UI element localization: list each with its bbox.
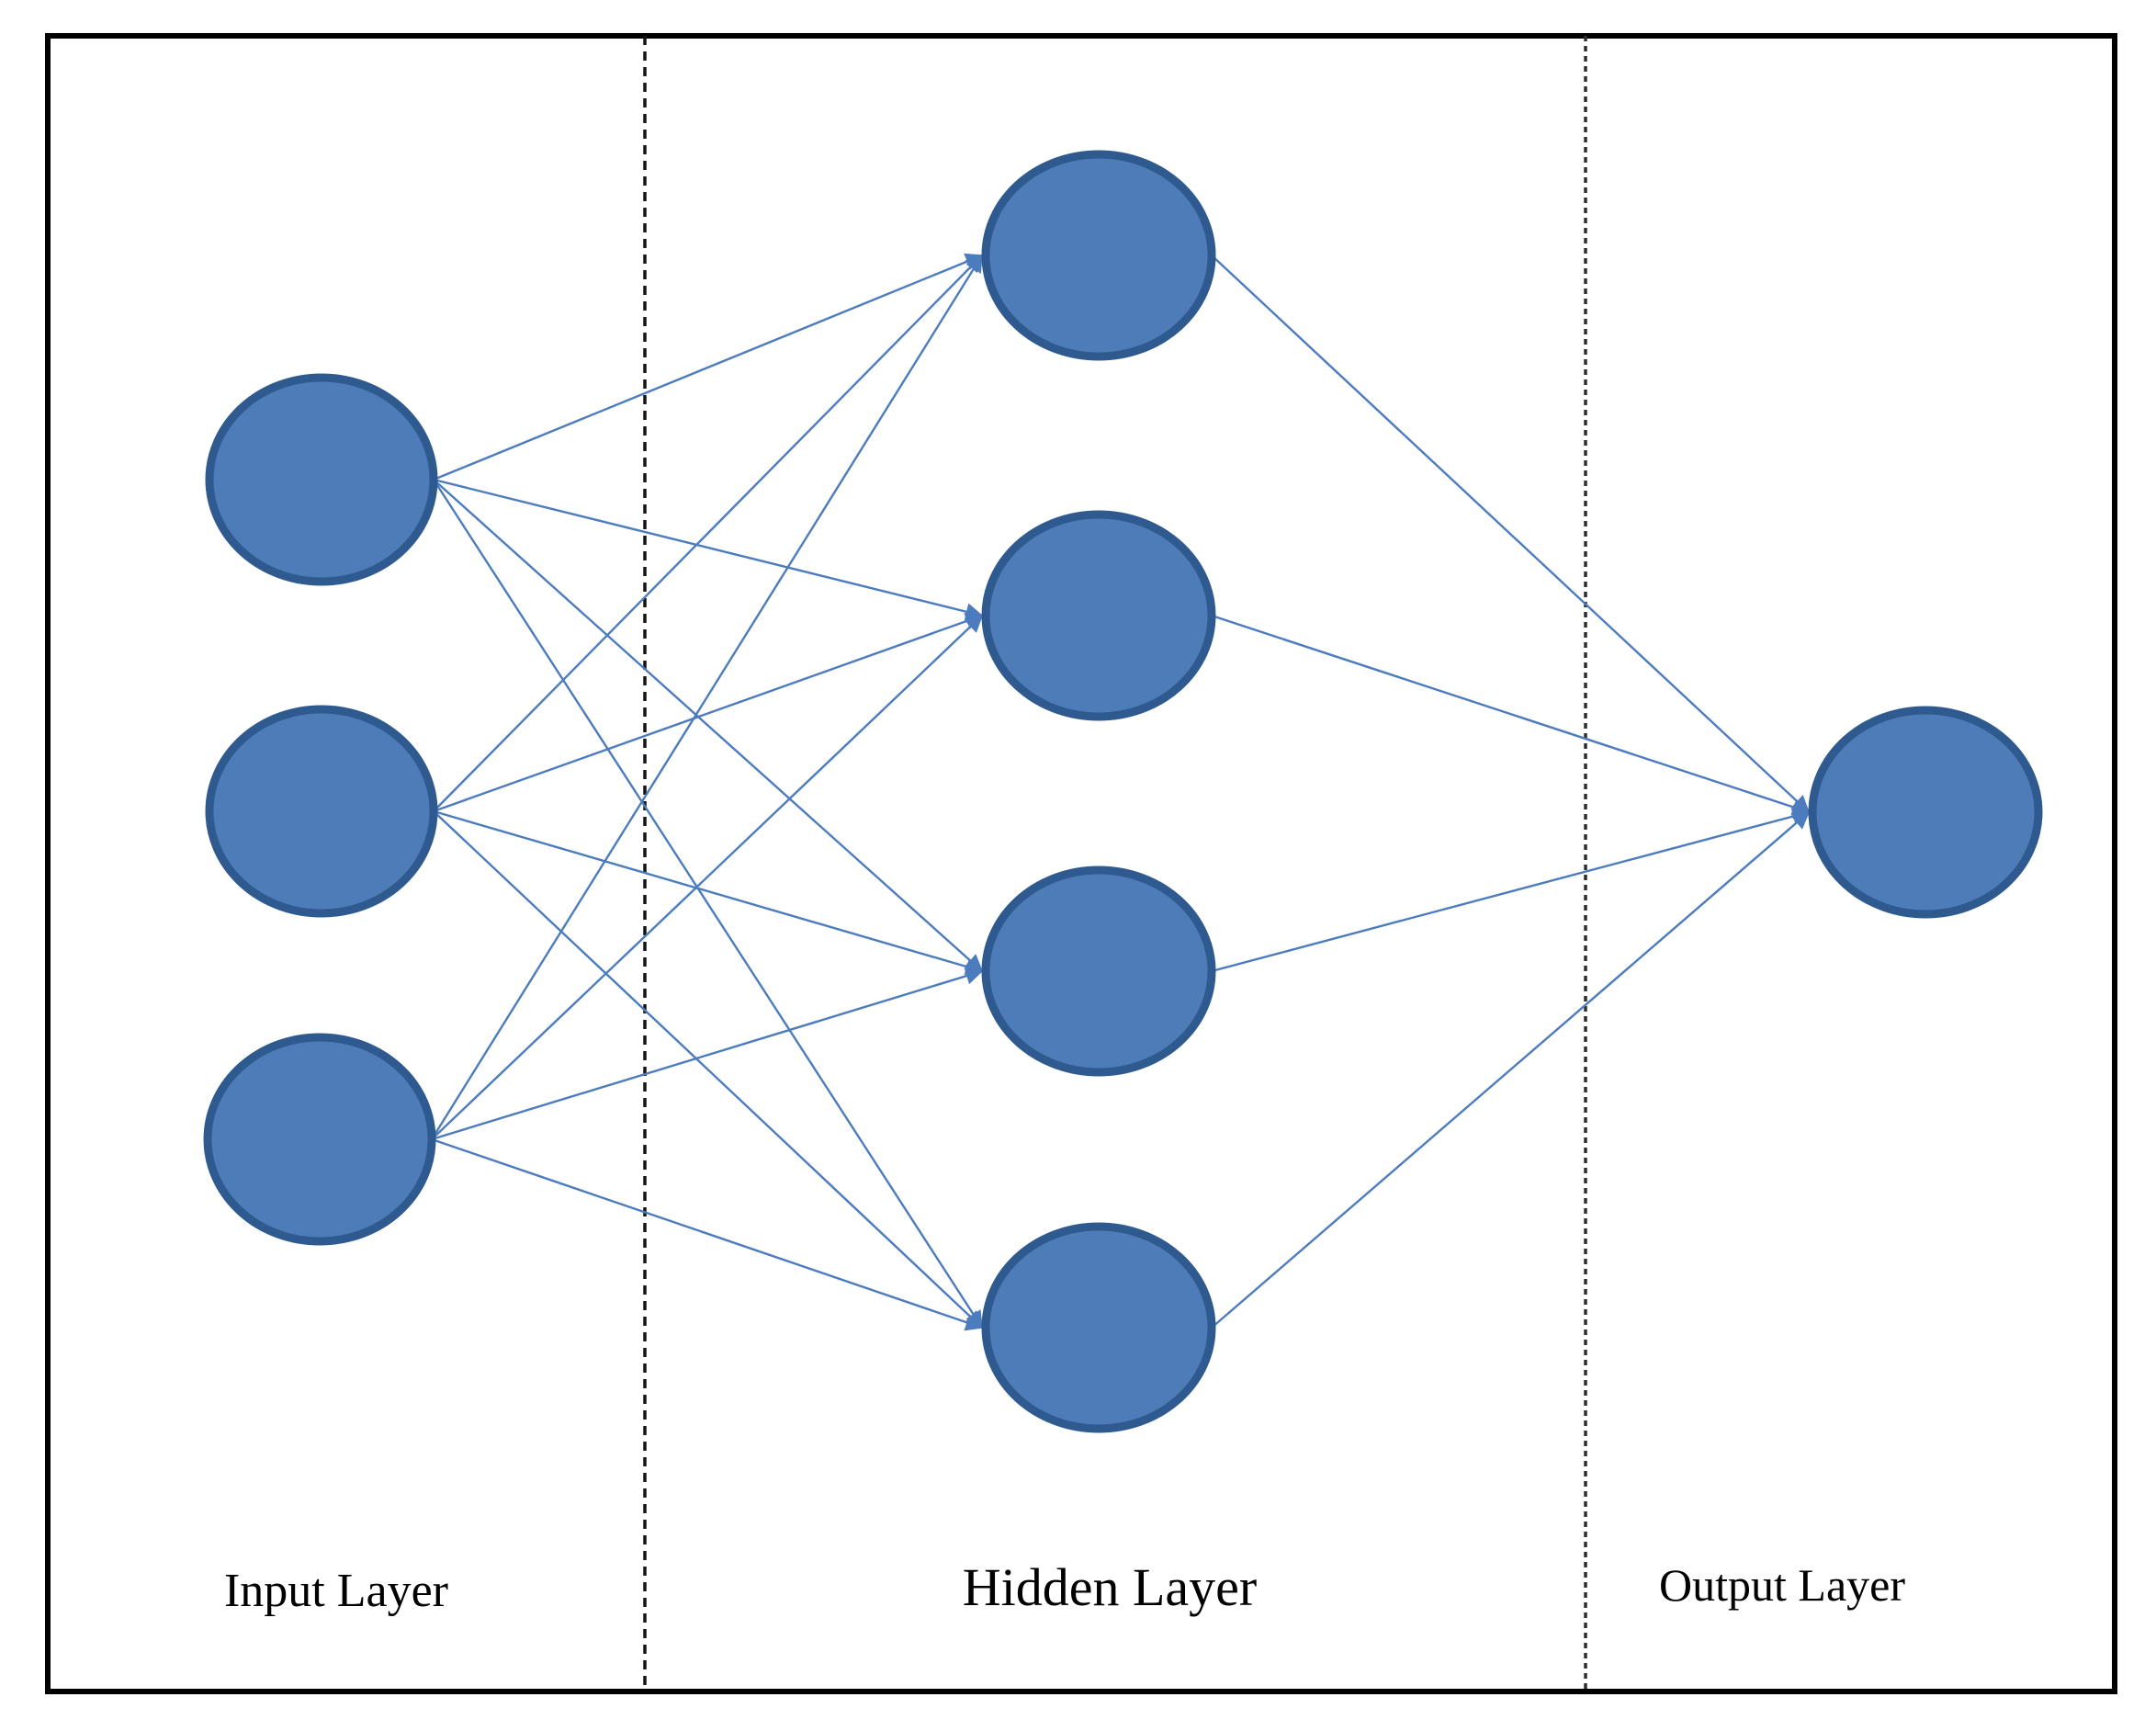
edge-hidden-1-output-1 (1211, 255, 1811, 814)
edge-input-2-hidden-4 (433, 810, 984, 1329)
hidden-layer-label: Hidden Layer (962, 1557, 1258, 1617)
edge-input-1-hidden-4 (432, 479, 984, 1329)
edge-input-3-hidden-4 (431, 1137, 984, 1331)
output-node-1 (1808, 706, 2043, 919)
input-node-1 (205, 373, 438, 586)
hidden-node-3 (981, 866, 1216, 1077)
input-node-2 (205, 705, 438, 918)
edge-hidden-2-output-1 (1211, 614, 1811, 816)
edge-input-1-hidden-2 (433, 478, 984, 621)
edge-input-1-hidden-3 (433, 479, 984, 973)
edge-input-3-hidden-1 (430, 254, 984, 1140)
edge-hidden-3-output-1 (1211, 808, 1811, 973)
hidden-node-2 (981, 510, 1216, 721)
output-layer-label: Output Layer (1659, 1559, 1905, 1611)
input-node-3 (203, 1033, 436, 1246)
edge-input-1-hidden-1 (433, 253, 984, 481)
input-layer-label: Input Layer (223, 1565, 449, 1617)
edge-input-2-hidden-2 (433, 612, 984, 813)
edge-input-2-hidden-1 (433, 254, 984, 812)
edge-hidden-4-output-1 (1211, 811, 1811, 1329)
figure-border (45, 33, 2117, 1694)
hidden-node-4 (981, 1222, 1216, 1433)
hidden-node-1 (981, 150, 1216, 361)
edge-input-3-hidden-2 (431, 614, 984, 1140)
edge-input-3-hidden-3 (431, 967, 984, 1141)
edge-input-2-hidden-3 (433, 809, 984, 976)
